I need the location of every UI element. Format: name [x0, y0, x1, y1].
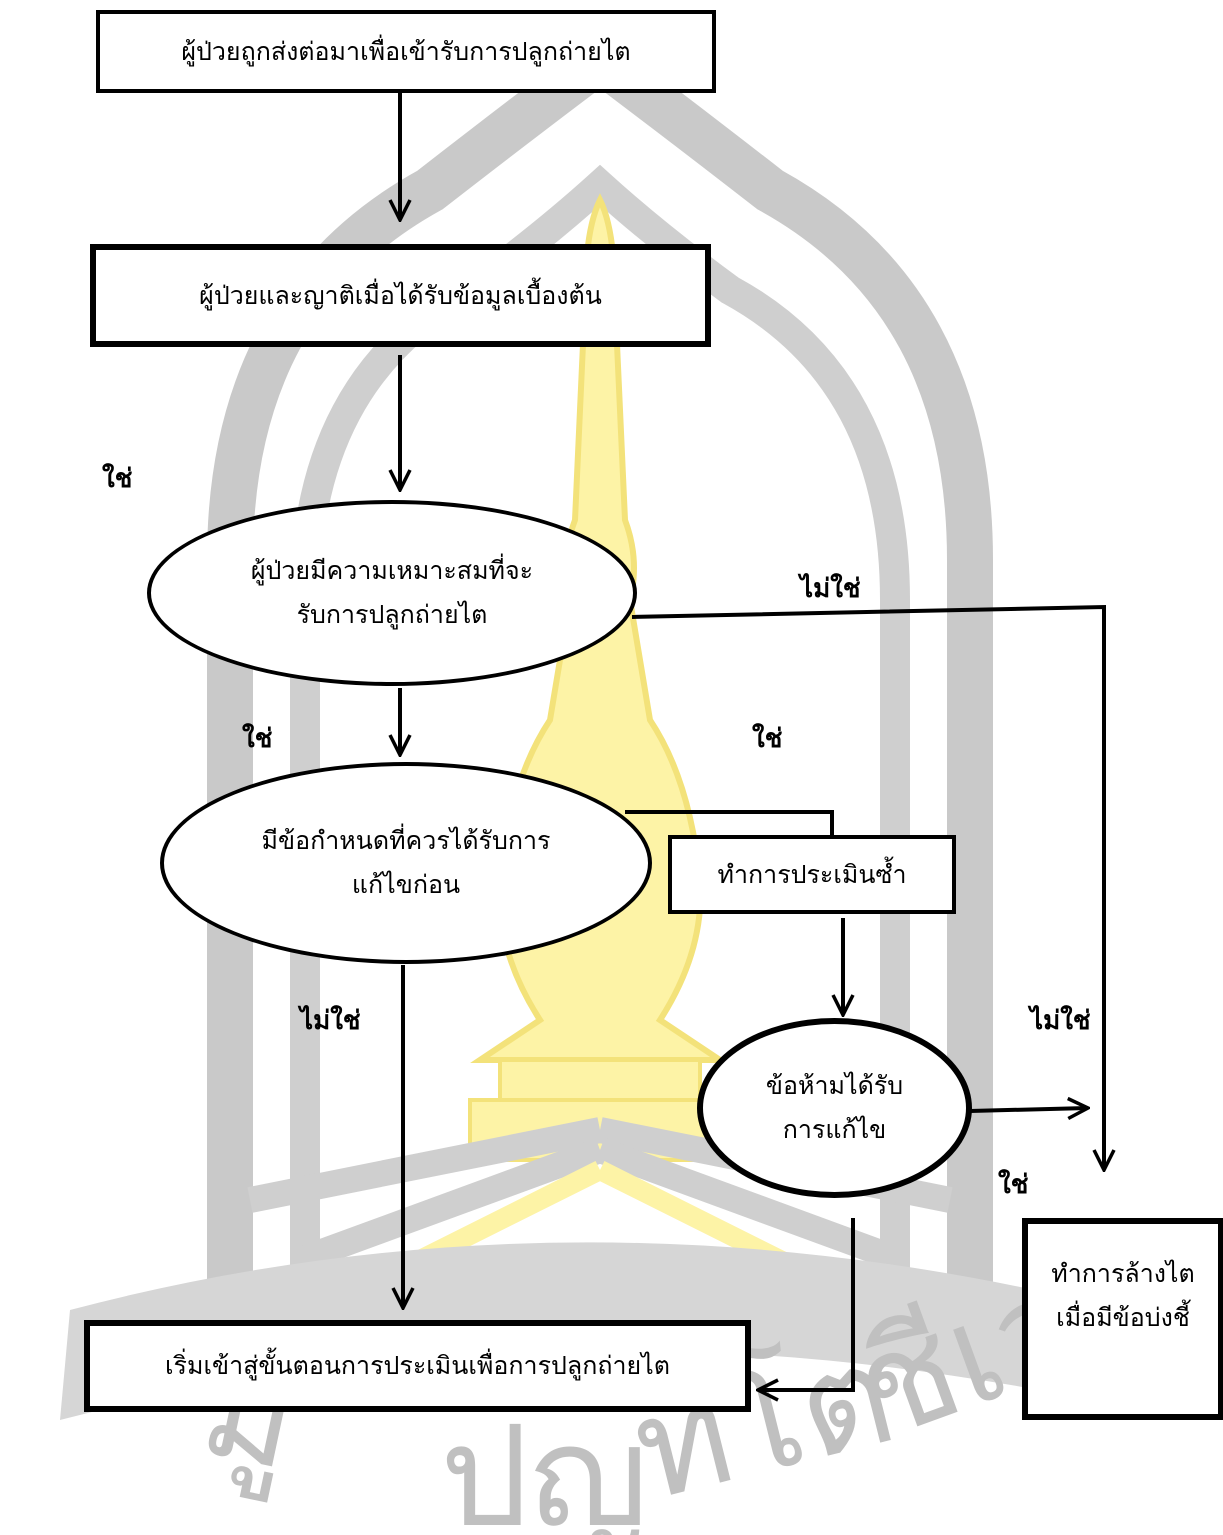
label-no-condition: ไม่ใช่: [300, 1006, 361, 1036]
svg-text:ปญ: ปญ: [440, 1396, 648, 1535]
node-contra-decision: ข้อห้ามได้รับ การแก้ไข: [697, 1018, 972, 1198]
arrow-contra-yes-to-start: [758, 1218, 855, 1390]
node-dialysis-text-1: ทำการล้างไต: [1051, 1259, 1195, 1288]
node-informed: ผู้ป่วยและญาติเมื่อได้รับข้อมูลเบื้องต้น: [90, 244, 711, 347]
node-condition-text-2: แก้ไขก่อน: [351, 870, 461, 899]
label-yes-suitable: ใช่: [242, 724, 273, 754]
node-start-evaluation: เริ่มเข้าสู่ขั้นตอนการประเมินเพื่อการปลู…: [84, 1320, 751, 1412]
node-referred: ผู้ป่วยถูกส่งต่อมาเพื่อเข้ารับการปลูกถ่า…: [96, 10, 716, 93]
label-yes-condition: ใช่: [752, 724, 783, 754]
node-suitable-text-1: ผู้ป่วยมีความเหมาะสมที่จะ: [250, 556, 534, 586]
node-dialysis: ทำการล้างไต เมื่อมีข้อบ่งชี้: [1022, 1218, 1223, 1420]
arrow-suitable-no-to-dialysis: [631, 604, 1104, 1170]
node-start-evaluation-text: เริ่มเข้าสู่ขั้นตอนการประเมินเพื่อการปลู…: [165, 1351, 670, 1381]
arrow-contra-no-to-dialysis: [969, 1108, 1088, 1111]
node-contra-text-2: การแก้ไข: [782, 1115, 887, 1144]
node-suitable-text-2: รับการปลูกถ่ายไต: [296, 600, 488, 629]
label-yes-top: ใช่: [102, 464, 133, 494]
node-reassess: ทำการประเมินซ้ำ: [668, 835, 956, 914]
node-reassess-text: ทำการประเมินซ้ำ: [717, 859, 907, 889]
node-condition-text-1: มีข้อกำหนดที่ควรได้รับการ: [261, 826, 551, 856]
node-referred-text: ผู้ป่วยถูกส่งต่อมาเพื่อเข้ารับการปลูกถ่า…: [181, 36, 631, 66]
node-contra-text-1: ข้อห้ามได้รับ: [765, 1071, 904, 1101]
node-informed-text: ผู้ป่วยและญาติเมื่อได้รับข้อมูลเบื้องต้น: [199, 280, 602, 310]
node-condition-decision: มีข้อกำหนดที่ควรได้รับการ แก้ไขก่อน: [160, 762, 652, 964]
line-condition-to-reassess: [625, 810, 834, 835]
node-dialysis-text-2: เมื่อมีข้อบ่งชี้: [1056, 1302, 1190, 1332]
label-no-contra: ไม่ใช่: [1030, 1006, 1091, 1036]
node-suitable-decision: ผู้ป่วยมีความเหมาะสมที่จะ รับการปลูกถ่าย…: [147, 500, 637, 686]
label-no-suitable: ไม่ใช่: [800, 574, 861, 604]
label-yes-contra: ใช่: [998, 1170, 1029, 1200]
